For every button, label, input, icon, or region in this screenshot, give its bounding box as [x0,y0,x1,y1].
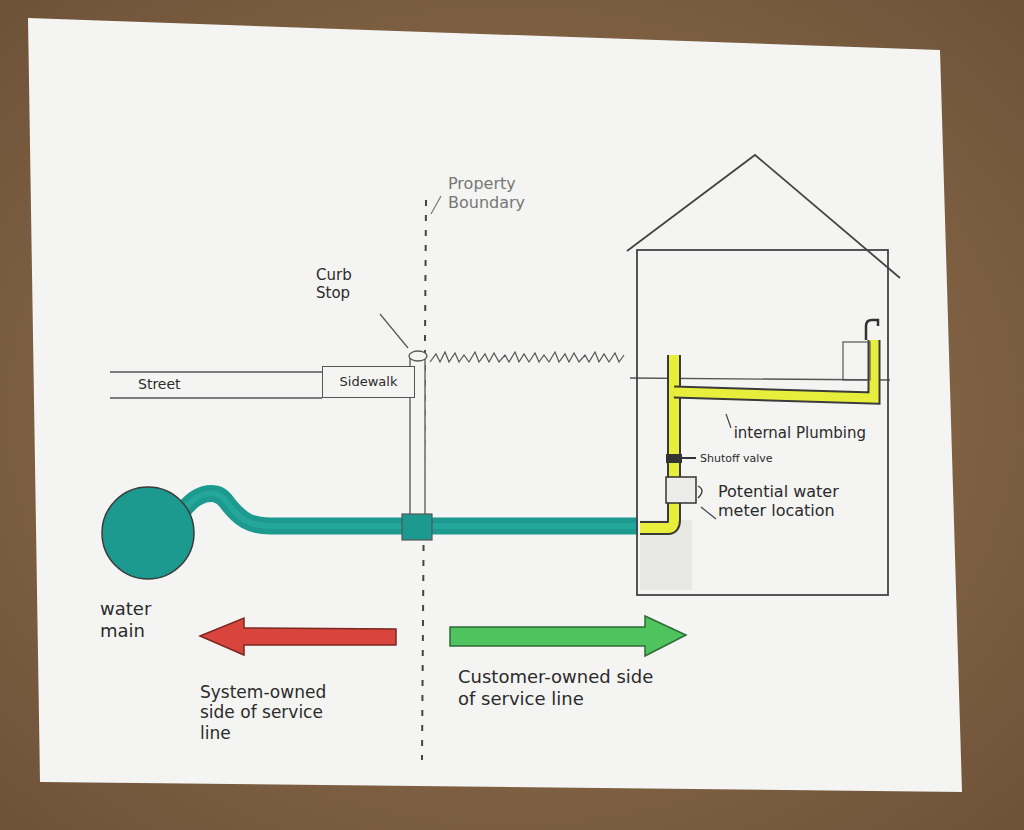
customer-owned-arrow [450,616,686,656]
paper-sheet [28,18,962,792]
system-owned-arrow [200,618,396,655]
node-text: Sidewalk [340,374,398,390]
street-line [110,397,322,399]
curb-stop-valve [402,514,432,540]
valve-label: Shutoff valve [700,452,820,465]
meter-label: Potential water meter location [718,482,878,520]
leader-line [431,196,441,214]
grass [430,352,624,362]
internal-pipe [674,340,874,398]
faucet [866,320,878,340]
sidewalk-box: Sidewalk [322,366,415,398]
ownership-label: System-owned side of service line [200,682,350,743]
ownership-label: Customer-owned side of service line [458,666,666,709]
house-wall [637,250,888,595]
node-text: water main [100,598,172,641]
shutoff-valve [666,454,682,463]
street-label: Street [138,376,208,393]
street-line [110,371,322,373]
curb-stop-label: Curb Stop [316,266,378,302]
boundary-label: Property Boundary [448,174,568,212]
leader-line [726,414,731,428]
house-roof [627,155,900,278]
sink [843,342,870,380]
curb-stop-cap [409,351,427,361]
leader-line [380,314,408,348]
water-main-pipe [102,487,194,579]
valve-handle [682,457,696,459]
water-main-circle: water main [100,486,196,646]
water-meter [666,477,696,503]
leader-line [701,507,716,519]
meter-bracket [698,486,702,498]
main-pipe-outline [100,486,196,582]
internal-pipe-outline [674,340,874,398]
plumbing-label: internal Plumbing [728,424,866,442]
